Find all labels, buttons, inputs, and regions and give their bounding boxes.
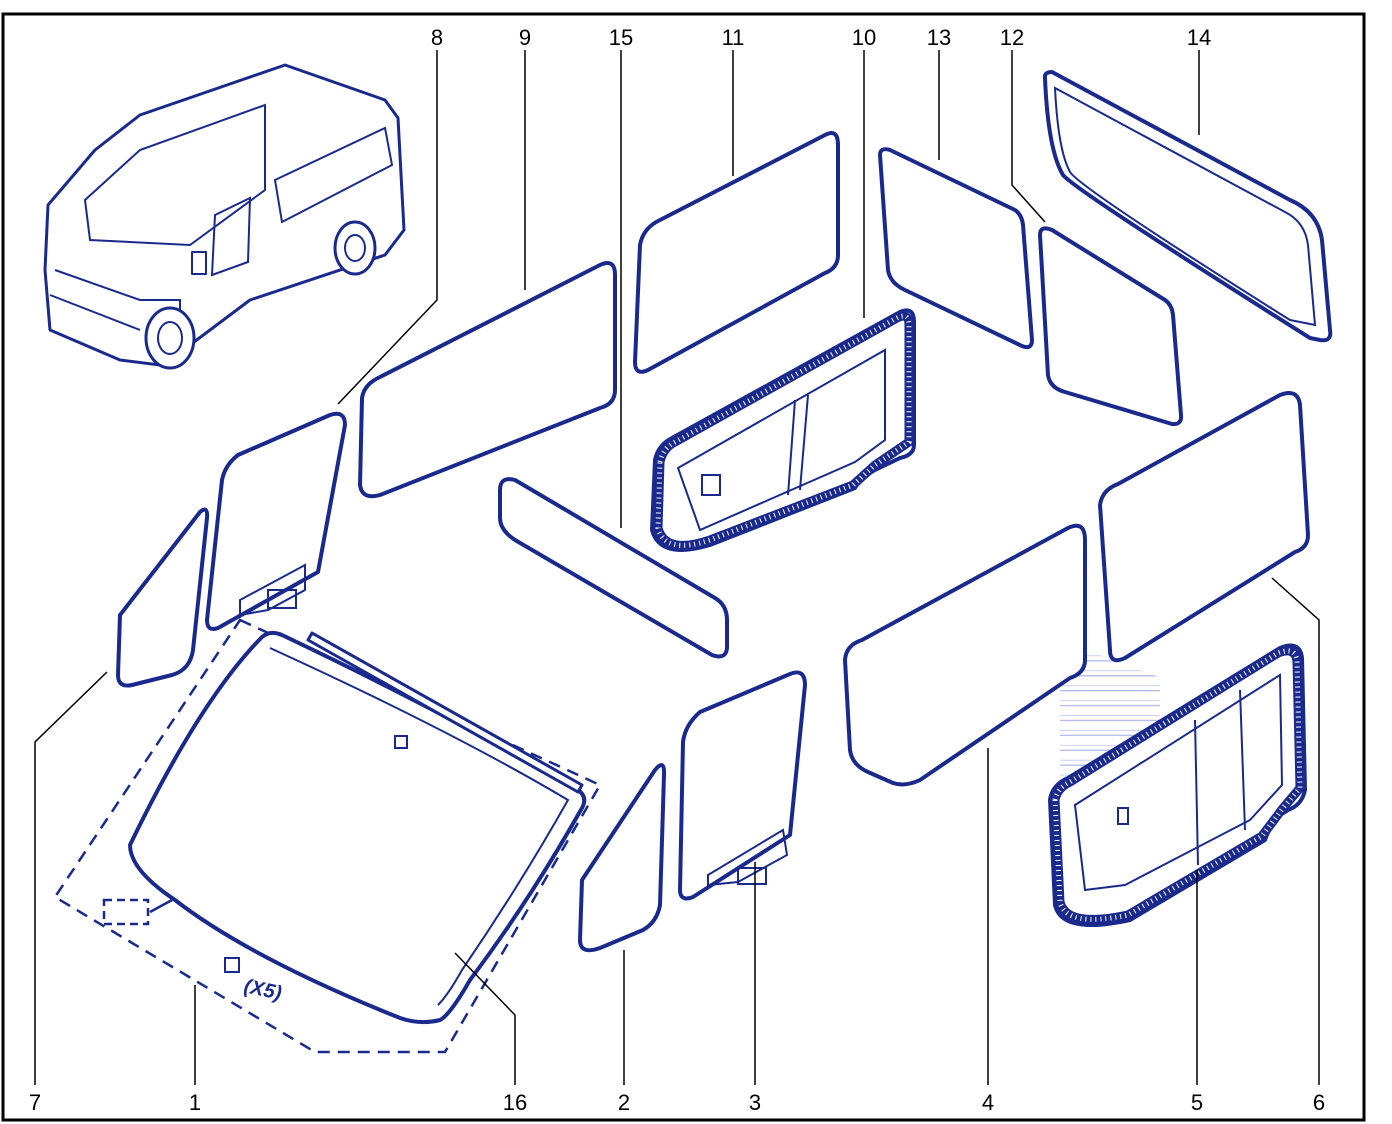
part-14-rear-window xyxy=(1042,70,1333,343)
part-8-window xyxy=(205,411,347,631)
callout-8: 8 xyxy=(431,25,443,50)
part-11-window xyxy=(633,131,840,374)
part-10-sliding-window xyxy=(650,308,916,552)
callout-5: 5 xyxy=(1191,1090,1203,1115)
callout-13: 13 xyxy=(927,25,951,50)
callout-10: 10 xyxy=(852,25,876,50)
part-6-window xyxy=(1098,391,1310,663)
part-2-window xyxy=(578,763,667,953)
callout-3: 3 xyxy=(749,1090,761,1115)
drawing-frame xyxy=(1,12,1366,1122)
part-4-window xyxy=(843,523,1087,787)
part-5-sliding-window xyxy=(1048,643,1307,927)
callout-7: 7 xyxy=(29,1090,41,1115)
callout-16: 16 xyxy=(503,1090,527,1115)
part-9-window xyxy=(358,261,617,499)
part-3-window xyxy=(678,670,807,901)
leader-lines xyxy=(34,50,1320,1085)
callout-2: 2 xyxy=(618,1090,630,1115)
callout-12: 12 xyxy=(1000,25,1024,50)
van-icon xyxy=(43,63,406,370)
part-13-window xyxy=(878,147,1034,350)
quantity-annotation: (X5) xyxy=(242,975,284,1004)
callout-6: 6 xyxy=(1313,1090,1325,1115)
callout-11: 11 xyxy=(722,25,745,50)
callout-14: 14 xyxy=(1187,25,1211,50)
part-7-window xyxy=(116,507,210,688)
part-1-16-windscreen: (X5) xyxy=(53,618,602,1054)
callout-4: 4 xyxy=(982,1090,994,1115)
callout-1: 1 xyxy=(189,1090,201,1115)
part-15-window xyxy=(498,477,729,659)
callout-15: 15 xyxy=(609,25,633,50)
callout-numbers: 8 9 15 11 10 13 12 14 7 1 16 2 3 4 5 6 xyxy=(29,25,1325,1115)
callout-9: 9 xyxy=(519,25,531,50)
